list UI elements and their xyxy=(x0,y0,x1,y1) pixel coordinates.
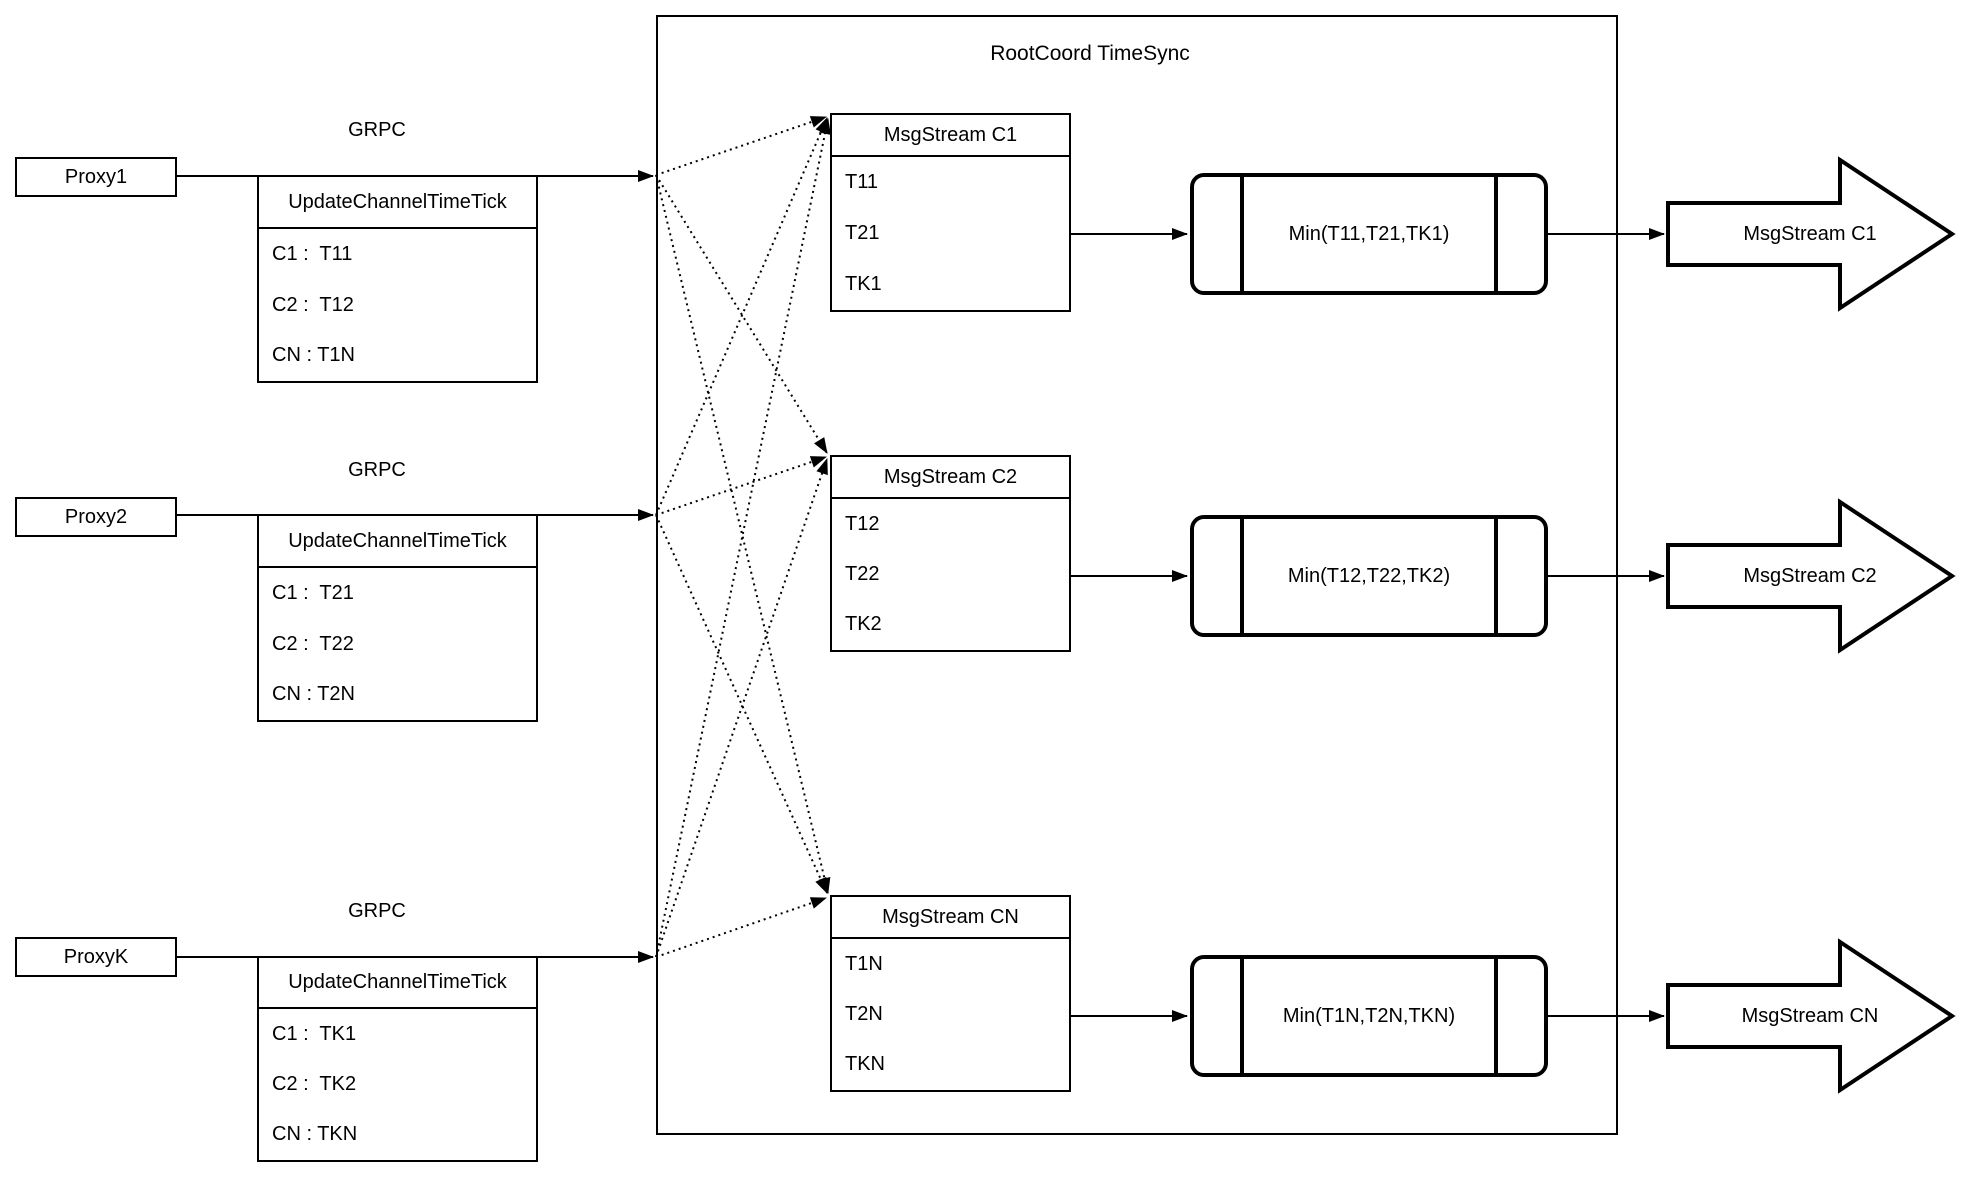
table-row: TK1 xyxy=(845,273,882,295)
min-c1-label: Min(T11,T21,TK1) xyxy=(1288,222,1450,245)
grpc-label-1: GRPC xyxy=(348,119,406,141)
update-channel-timetick-table-1: UpdateChannelTimeTick C1 : T11 C2 : T12 … xyxy=(257,175,538,383)
table-header: MsgStream C1 xyxy=(832,115,1069,157)
output-block-arrows xyxy=(1666,156,1956,1094)
table-row: CN : T2N xyxy=(272,683,355,706)
min-box-divider xyxy=(1494,177,1498,291)
table-header: UpdateChannelTimeTick xyxy=(259,958,536,1009)
min-c2-label: Min(T12,T22,TK2) xyxy=(1287,564,1451,587)
msgstream-c1-table: MsgStream C1 T11 T21 TK1 xyxy=(830,113,1071,312)
min-box-c2: Min(T12,T22,TK2) xyxy=(1190,515,1548,637)
table-row: C2 : T12 xyxy=(272,293,354,316)
table-row: C1 : TK1 xyxy=(272,1022,357,1045)
min-box-divider xyxy=(1240,959,1244,1073)
table-row: T1N xyxy=(845,952,883,975)
table-row: T2N xyxy=(845,1002,883,1025)
proxy2-node: Proxy2 xyxy=(15,497,177,537)
update-channel-timetick-table-3: UpdateChannelTimeTick C1 : TK1 C2 : TK2 … xyxy=(257,956,538,1162)
table-row: CN : T1N xyxy=(272,344,355,367)
update-channel-timetick-table-2: UpdateChannelTimeTick C1 : T21 C2 : T22 … xyxy=(257,514,538,722)
min-box-divider xyxy=(1494,959,1498,1073)
table-row: C2 : T22 xyxy=(272,632,354,655)
grpc-label-2: GRPC xyxy=(348,459,406,481)
msgstream-cn-table: MsgStream CN T1N T2N TKN xyxy=(830,895,1071,1092)
min-box-divider xyxy=(1240,177,1244,291)
table-row: CN : TKN xyxy=(272,1123,358,1146)
table-row: C2 : TK2 xyxy=(272,1072,357,1095)
grpc-label-3: GRPC xyxy=(348,900,406,922)
msgstream-c1-out-label: MsgStream C1 xyxy=(1743,223,1877,245)
min-cn-label: Min(T1N,T2N,TKN) xyxy=(1282,1004,1456,1027)
table-row: T11 xyxy=(845,171,878,193)
table-row: T22 xyxy=(845,562,880,585)
proxy2-label: Proxy2 xyxy=(64,505,128,528)
proxy1-node: Proxy1 xyxy=(15,157,177,197)
msgstream-c2-out-label: MsgStream C2 xyxy=(1743,565,1877,587)
table-header: MsgStream C2 xyxy=(832,457,1069,499)
table-row: TKN xyxy=(845,1053,885,1076)
proxy1-label: Proxy1 xyxy=(64,165,128,188)
table-row: T21 xyxy=(845,222,880,244)
min-box-divider xyxy=(1494,519,1498,633)
table-row: C1 : T21 xyxy=(272,581,354,604)
min-box-c1: Min(T11,T21,TK1) xyxy=(1190,173,1548,295)
table-header: UpdateChannelTimeTick xyxy=(259,177,536,229)
proxyk-node: ProxyK xyxy=(15,937,177,977)
min-box-cn: Min(T1N,T2N,TKN) xyxy=(1190,955,1548,1077)
table-row: C1 : T11 xyxy=(272,242,353,265)
msgstream-c2-table: MsgStream C2 T12 T22 TK2 xyxy=(830,455,1071,652)
table-header: UpdateChannelTimeTick xyxy=(259,516,536,568)
min-box-divider xyxy=(1240,519,1244,633)
table-header: MsgStream CN xyxy=(832,897,1069,939)
table-row: T12 xyxy=(845,512,880,535)
table-row: TK2 xyxy=(845,613,882,636)
rootcoord-timesync-title: RootCoord TimeSync xyxy=(990,42,1190,65)
proxyk-label: ProxyK xyxy=(63,945,129,968)
msgstream-cn-out-label: MsgStream CN xyxy=(1741,1005,1879,1027)
